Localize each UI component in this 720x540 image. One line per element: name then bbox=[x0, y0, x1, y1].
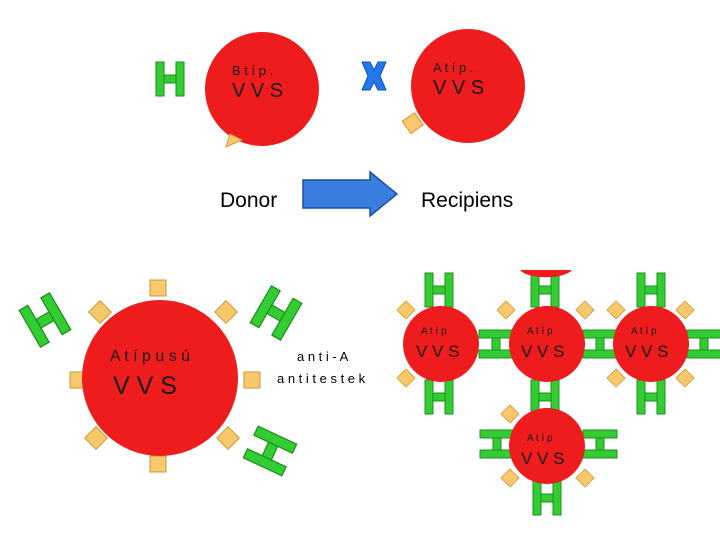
cluster-cell-vvs: V V S bbox=[521, 449, 564, 468]
linking-antibodies bbox=[424, 272, 720, 516]
cluster-cell: A t í p V V S bbox=[509, 306, 585, 382]
cluster-cell-vvs: V V S bbox=[521, 342, 564, 361]
cluster-cell-vvs: V V S bbox=[416, 342, 459, 361]
antibody-h-icon bbox=[249, 285, 303, 341]
antibody-h-icon bbox=[242, 425, 298, 477]
large-cell-vvs: V V S bbox=[113, 372, 177, 400]
agglutination-cluster: A t í p V V S A t í p V V S A t í p V V … bbox=[396, 270, 720, 516]
donor-cell-vvs: V V S bbox=[232, 80, 283, 102]
large-cell-title: A t í p u s ú bbox=[110, 348, 190, 365]
donor-b-cell: B t í p . V V S bbox=[205, 32, 319, 148]
blue-antibody-icon bbox=[361, 61, 387, 91]
recipient-a-cell: A t í p . V V S bbox=[401, 29, 525, 143]
antibody-h-icon bbox=[18, 292, 72, 348]
antibody-label: a n t i t e s t e k bbox=[277, 371, 366, 386]
cluster-cell-title: A t í p bbox=[527, 326, 553, 337]
green-h-antibody-icon bbox=[155, 61, 185, 97]
donor-cell-title: B t í p . bbox=[232, 63, 273, 78]
cluster-cell-title: A t í p bbox=[421, 326, 447, 337]
recipient-cell-vvs: V V S bbox=[433, 77, 484, 99]
partial-cell-top bbox=[520, 270, 572, 278]
transfer-arrow bbox=[302, 170, 399, 218]
donor-label: Donor bbox=[220, 189, 277, 212]
anti-a-label: a n t i - A bbox=[297, 349, 349, 364]
recipient-label: Recipiens bbox=[421, 189, 513, 212]
cluster-cell: A t í p V V S bbox=[403, 306, 479, 382]
cluster-cell: A t í p V V S bbox=[509, 408, 585, 484]
cluster-cell-title: A t í p bbox=[631, 326, 657, 337]
a-type-cell-large: A t í p u s ú V V S bbox=[69, 279, 261, 473]
cluster-cell-vvs: V V S bbox=[625, 342, 668, 361]
cluster-cell: A t í p V V S bbox=[613, 306, 689, 382]
recipient-cell-title: A t í p . bbox=[433, 60, 473, 75]
cluster-cell-title: A t í p bbox=[527, 433, 553, 444]
